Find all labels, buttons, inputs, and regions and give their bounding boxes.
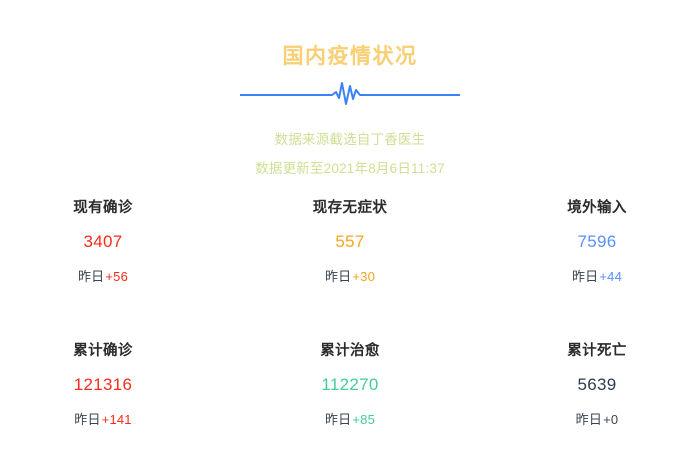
stat-delta: 昨日+30	[212, 268, 488, 286]
stat-delta-label: 昨日	[74, 412, 101, 427]
subtitle-block: 数据来源截选自丁香医生 数据更新至2021年8月6日11:37	[0, 125, 700, 183]
stat-label: 累计死亡	[567, 343, 627, 359]
heartbeat-divider	[0, 80, 700, 106]
page-title: 国内疫情状况	[282, 45, 418, 68]
stat-card-total-deaths: 累计死亡 5639 昨日+0	[494, 341, 700, 429]
stat-card-imported: 境外输入 7596 昨日+44	[494, 198, 700, 286]
stat-label: 境外输入	[567, 200, 627, 216]
stat-delta-value: +44	[599, 269, 623, 284]
stat-value: 7596	[577, 232, 617, 251]
stat-label: 现存无症状	[312, 200, 388, 216]
stat-label: 累计确诊	[73, 343, 133, 359]
stat-value: 121316	[73, 375, 133, 394]
stat-delta-label: 昨日	[324, 269, 352, 284]
stat-card-current-confirmed: 现有确诊 3407 昨日+56	[0, 198, 206, 286]
stat-delta-value: +141	[101, 412, 132, 427]
data-updated-time-text: 数据更新至2021年8月6日11:37	[255, 161, 445, 176]
stat-card-total-confirmed: 累计确诊 121316 昨日+141	[0, 341, 206, 429]
stat-delta-value: +0	[603, 412, 619, 427]
stat-label: 现有确诊	[73, 200, 133, 216]
stat-delta: 昨日+44	[500, 268, 694, 286]
stat-delta-label: 昨日	[324, 412, 352, 427]
ecg-heartbeat-icon	[240, 82, 460, 105]
stat-delta-label: 昨日	[575, 412, 603, 427]
statistics-grid: 现有确诊 3407 昨日+56 现存无症状 557 昨日+30 境外输入 759…	[0, 198, 700, 429]
stat-delta-label: 昨日	[77, 269, 105, 284]
stat-row-current: 现有确诊 3407 昨日+56 现存无症状 557 昨日+30 境外输入 759…	[0, 198, 700, 286]
stat-row-cumulative: 累计确诊 121316 昨日+141 累计治愈 112270 昨日+85 累计死…	[0, 341, 700, 429]
data-source-text: 数据来源截选自丁香医生	[274, 132, 426, 147]
stat-delta: 昨日+85	[212, 411, 488, 429]
stat-delta-value: +85	[352, 412, 376, 427]
stat-card-current-asymptomatic: 现存无症状 557 昨日+30	[206, 198, 494, 286]
stat-delta-label: 昨日	[571, 269, 599, 284]
stat-delta: 昨日+0	[500, 411, 694, 429]
stat-card-total-cured: 累计治愈 112270 昨日+85	[206, 341, 494, 429]
stat-label: 累计治愈	[320, 343, 380, 359]
stat-value: 3407	[83, 232, 123, 251]
stat-delta: 昨日+56	[6, 268, 200, 286]
stat-value: 5639	[577, 375, 617, 394]
stat-delta-value: +56	[105, 269, 129, 284]
stat-delta-value: +30	[352, 269, 376, 284]
stat-value: 557	[335, 232, 365, 251]
page-header: 国内疫情状况	[0, 44, 700, 106]
stat-value: 112270	[321, 375, 379, 394]
stat-delta: 昨日+141	[6, 411, 200, 429]
